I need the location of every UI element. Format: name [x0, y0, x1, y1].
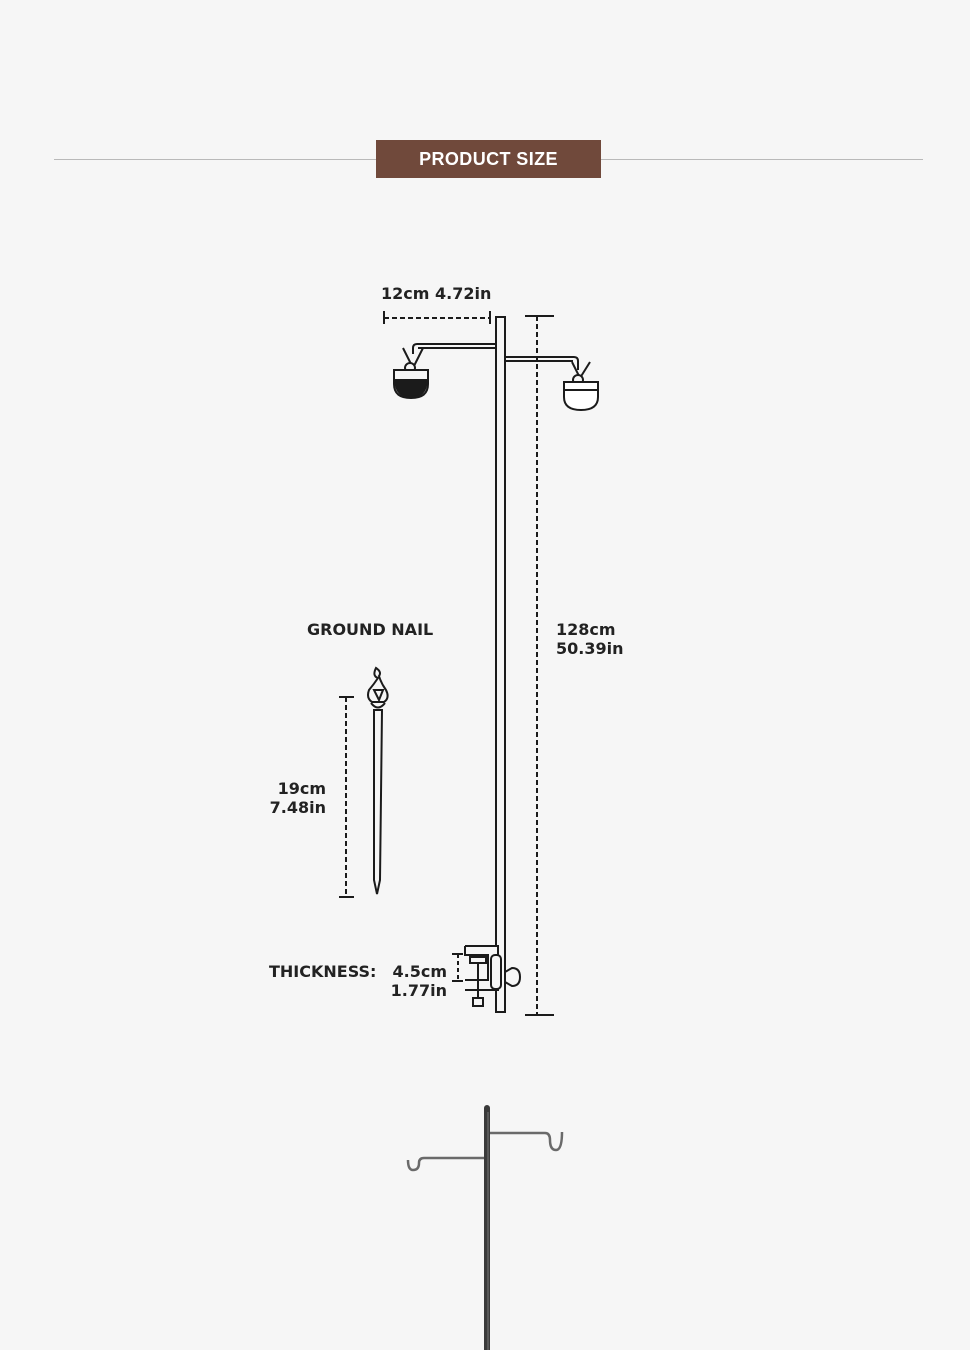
- pole-height-dimension: [525, 315, 554, 1016]
- nail-length-label: 19cm 7.48in: [252, 779, 326, 817]
- left-lantern-icon: [393, 347, 429, 400]
- section-title-badge: PRODUCT SIZE: [376, 140, 601, 178]
- thickness-cm: 4.5cm: [392, 962, 448, 981]
- pole-height-cm: 128cm: [556, 620, 616, 639]
- thickness-colon: :: [370, 962, 377, 981]
- thickness-dimension: [452, 953, 463, 982]
- header-line-right: [601, 159, 923, 160]
- header-line-left: [54, 159, 376, 160]
- nail-length-cm: 19cm: [277, 779, 326, 798]
- pole-height-in: 50.39in: [556, 639, 624, 658]
- ground-nail-icon: [367, 666, 389, 895]
- section-title: PRODUCT SIZE: [419, 148, 558, 169]
- thickness-in: 1.77in: [390, 981, 447, 1000]
- thickness-values: 4.5cm 1.77in: [380, 962, 447, 1000]
- thickness-label: THICKNESS:: [269, 962, 376, 981]
- product-photo-pole: [406, 1105, 564, 1350]
- pole-height-label: 128cm 50.39in: [556, 620, 623, 658]
- thickness-title: THICKNESS: [269, 962, 371, 981]
- right-lantern-icon: [563, 361, 599, 412]
- table-clamp-icon: [464, 945, 522, 1007]
- nail-length-dimension: [339, 696, 354, 898]
- hanging-arms: [412, 343, 579, 370]
- nail-length-in: 7.48in: [269, 798, 326, 817]
- ground-nail-title: GROUND NAIL: [307, 620, 434, 639]
- arm-length-dimension: [383, 311, 491, 324]
- pole: [495, 316, 506, 1013]
- arm-length-label: 12cm 4.72in: [381, 284, 492, 303]
